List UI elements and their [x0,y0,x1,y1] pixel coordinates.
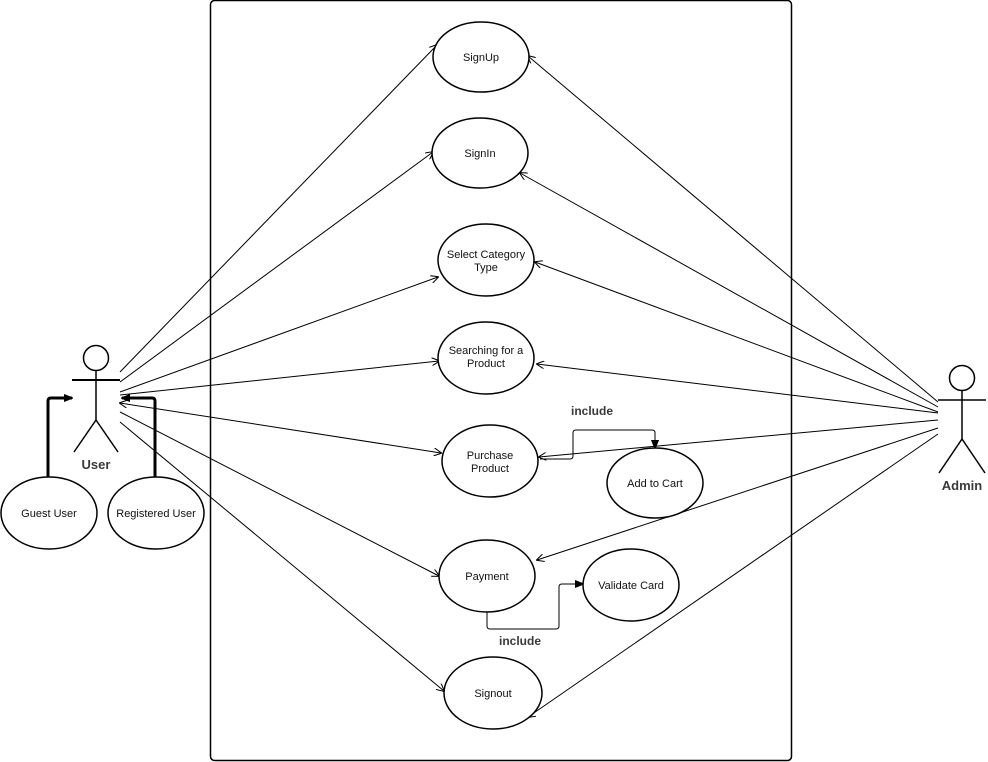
use-case-payment-label: Payment [465,571,508,583]
assoc-user-payment [119,411,439,576]
assoc-user-searching [119,361,439,396]
use-case-validate-card-label: Validate Card [598,580,664,592]
use-case-select-category-label-1: Select Category [447,249,526,261]
use-case-signout-label: Signout [474,688,511,700]
use-case-signin-label: SignIn [464,148,495,160]
assoc-user-category [119,277,438,393]
assoc-user-signup [119,45,437,373]
use-case-validate-card[interactable]: Validate Card [582,548,680,622]
assoc-admin-category [535,262,939,413]
actor-user-label: User [82,457,111,472]
use-case-searching-label-2: Product [467,358,505,370]
generalization-guest [46,398,72,477]
actor-user-head [82,344,110,372]
include-validate-label: include [499,634,541,648]
actor-user-leg-left [73,419,97,453]
use-case-purchase-label-1: Purchase [467,450,513,462]
actor-admin-leg-left [938,438,963,474]
user-associations [120,45,444,691]
assoc-admin-signin [520,173,939,408]
use-case-signout[interactable]: Signout [443,656,543,730]
use-case-select-category-label-2: Type [474,262,498,274]
assoc-admin-signup [528,56,939,403]
assoc-user-purchase [120,403,441,453]
admin-associations [520,56,939,717]
generalization-registered [122,398,157,477]
assoc-admin-purchase [539,419,939,457]
use-case-select-category[interactable]: Select Category Type [437,223,535,297]
assoc-admin-searching [537,364,939,414]
assoc-admin-payment [537,427,939,560]
actor-admin-leg-right [961,438,986,474]
use-case-add-to-cart[interactable]: Add to Cart [606,447,704,519]
system-boundary [209,0,793,762]
use-case-purchase[interactable]: Purchase Product [441,424,539,498]
assoc-user-signin [119,152,433,383]
actor-guest-user-label: Guest User [21,508,77,520]
actor-registered-user-label: Registered User [116,508,196,520]
include-cart-label: include [571,404,613,418]
actor-registered-user[interactable]: Registered User [107,476,205,550]
use-case-signup[interactable]: SignUp [432,21,530,93]
use-case-searching-label-1: Searching for a [449,345,524,357]
use-case-signup-label: SignUp [463,52,499,64]
use-case-add-to-cart-label: Add to Cart [627,478,683,490]
actor-admin-label: Admin [942,478,983,493]
use-case-searching[interactable]: Searching for a Product [437,321,535,395]
use-case-purchase-label-2: Product [471,463,509,475]
include-validate-connector [486,584,583,630]
actor-guest-user[interactable]: Guest User [0,476,98,550]
actor-user[interactable] [72,344,120,453]
actor-admin-head [948,364,976,392]
assoc-user-signout [119,421,444,691]
use-case-payment[interactable]: Payment [438,539,536,613]
assoc-admin-signout [528,433,939,717]
include-cart-connector [540,429,655,460]
actor-user-leg-right [95,419,119,453]
actor-admin[interactable] [938,364,986,474]
use-case-signin[interactable]: SignIn [431,117,529,189]
